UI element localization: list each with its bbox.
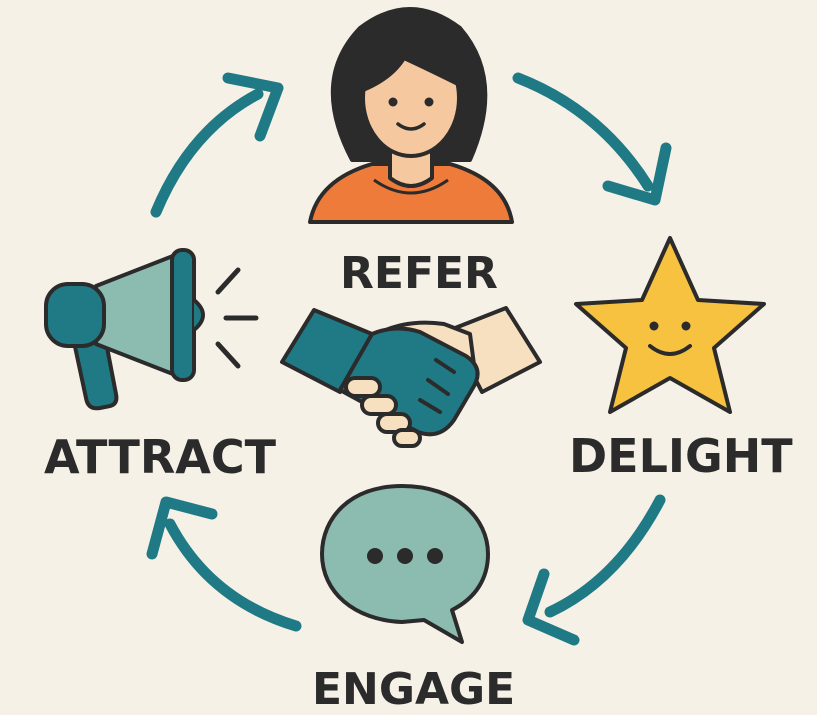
stage-label-engage: ENGAGE	[312, 664, 516, 715]
arrow-refer-to-delight	[512, 72, 672, 206]
person-icon	[308, 7, 514, 224]
stage-label-refer: REFER	[340, 248, 498, 299]
arrow-delight-to-engage	[522, 494, 666, 646]
stage-label-delight: DELIGHT	[569, 429, 793, 483]
smiling-star-icon	[574, 236, 766, 414]
megaphone-icon	[44, 248, 259, 411]
arrow-engage-to-attract	[146, 496, 302, 632]
cycle-arrows	[146, 72, 672, 646]
stage-label-attract: ATTRACT	[44, 430, 276, 484]
speech-bubble-icon	[320, 484, 490, 644]
handshake-icon	[280, 306, 542, 448]
arrow-attract-to-refer	[150, 72, 284, 218]
